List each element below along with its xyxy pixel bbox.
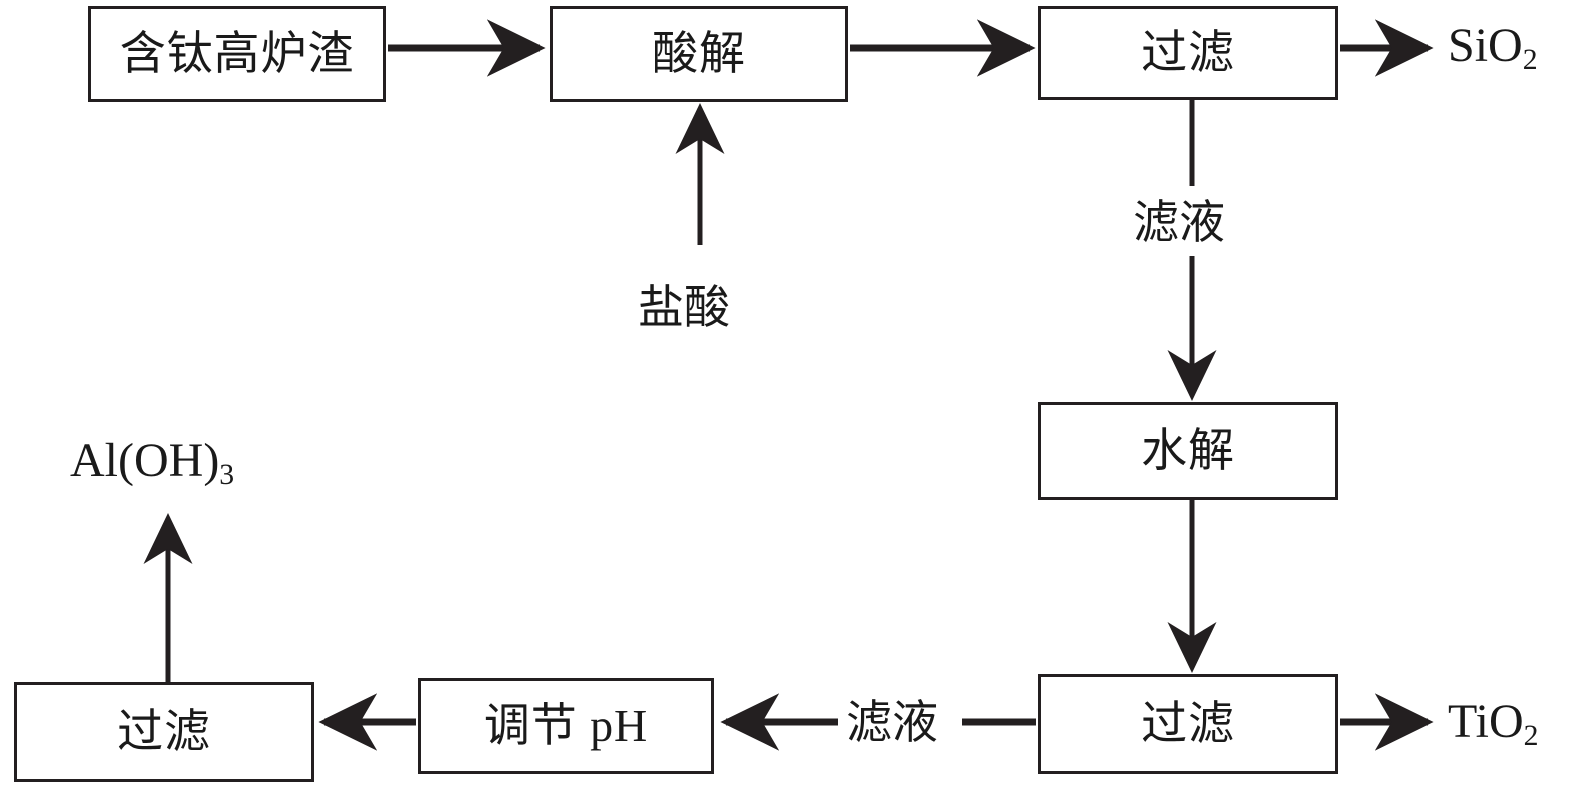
node-hydrolysis-label: 水解: [1141, 425, 1235, 476]
edge-label-filtrate-vertical: 滤液: [1133, 197, 1225, 248]
edge-label-hydrochloric-acid: 盐酸: [638, 282, 730, 333]
aloh3-element: Al(OH): [70, 434, 220, 487]
product-label-tio2: TiO2: [1448, 695, 1539, 751]
node-filter-top[interactable]: 过滤: [1038, 6, 1338, 100]
edge-label-filtrate-bottom: 滤液: [846, 697, 938, 748]
tio2-element: TiO: [1448, 695, 1524, 748]
node-filter-left[interactable]: 过滤: [14, 682, 314, 782]
node-adjust-ph-label: 调节 pH: [483, 700, 649, 751]
sio2-subscript: 2: [1522, 43, 1538, 77]
node-acidolysis-label: 酸解: [652, 28, 746, 79]
node-filter-middle-label: 过滤: [1141, 698, 1235, 749]
tio2-subscript: 2: [1523, 719, 1539, 753]
node-acidolysis[interactable]: 酸解: [550, 6, 848, 102]
node-filter-top-label: 过滤: [1141, 27, 1235, 78]
node-filter-middle[interactable]: 过滤: [1038, 674, 1338, 774]
product-label-sio2: SiO2: [1448, 19, 1538, 75]
node-filter-left-label: 过滤: [117, 706, 211, 757]
node-hydrolysis[interactable]: 水解: [1038, 402, 1338, 500]
product-label-aloh3: Al(OH)3: [70, 434, 234, 490]
node-slag-label: 含钛高炉渣: [119, 28, 355, 79]
node-slag[interactable]: 含钛高炉渣: [88, 6, 386, 102]
node-adjust-ph[interactable]: 调节 pH: [418, 678, 714, 774]
sio2-element: SiO: [1448, 19, 1523, 72]
aloh3-subscript: 3: [219, 458, 235, 492]
